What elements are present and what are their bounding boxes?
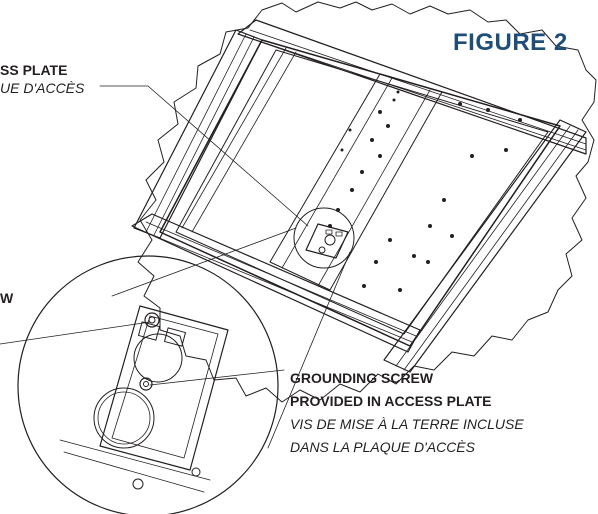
leader-screw [0, 321, 151, 345]
access-plate-label-en: SS PLATE [0, 62, 68, 78]
detail-tangent-right [267, 251, 351, 449]
fixture-holes [328, 90, 522, 292]
tbar-bottom [131, 213, 421, 353]
figure-title: FIGURE 2 [453, 29, 568, 56]
fixture-center-panel [269, 73, 443, 291]
detail-tangent-left [111, 227, 297, 297]
tbar-top [237, 19, 587, 155]
access-plate-label-fr: UE D'ACCÈS [0, 80, 85, 96]
grounding-screw-label-line1: GROUNDING SCREW [290, 370, 434, 386]
fixture-frame [159, 39, 561, 347]
ceiling-breakout-outline [137, 1, 597, 403]
grounding-screw-label-line3: VIS DE MISE À LA TERRE INCLUSE [290, 416, 524, 432]
detail-magnified-circle [17, 255, 279, 514]
grounding-screw-label-line4: DANS LA PLAQUE D'ACCÈS [290, 439, 475, 455]
detail-source-circle [293, 207, 355, 269]
tbar-right [383, 119, 587, 373]
screw-label-en: W [0, 290, 14, 306]
leader-grounding-screw [149, 369, 285, 386]
access-plate-enlarged [59, 305, 229, 493]
tbar-left [133, 29, 263, 239]
access-plate-small [305, 223, 349, 259]
grounding-screw-label-line2: PROVIDED IN ACCESS PLATE [290, 393, 492, 409]
leader-access-plate [99, 85, 309, 227]
